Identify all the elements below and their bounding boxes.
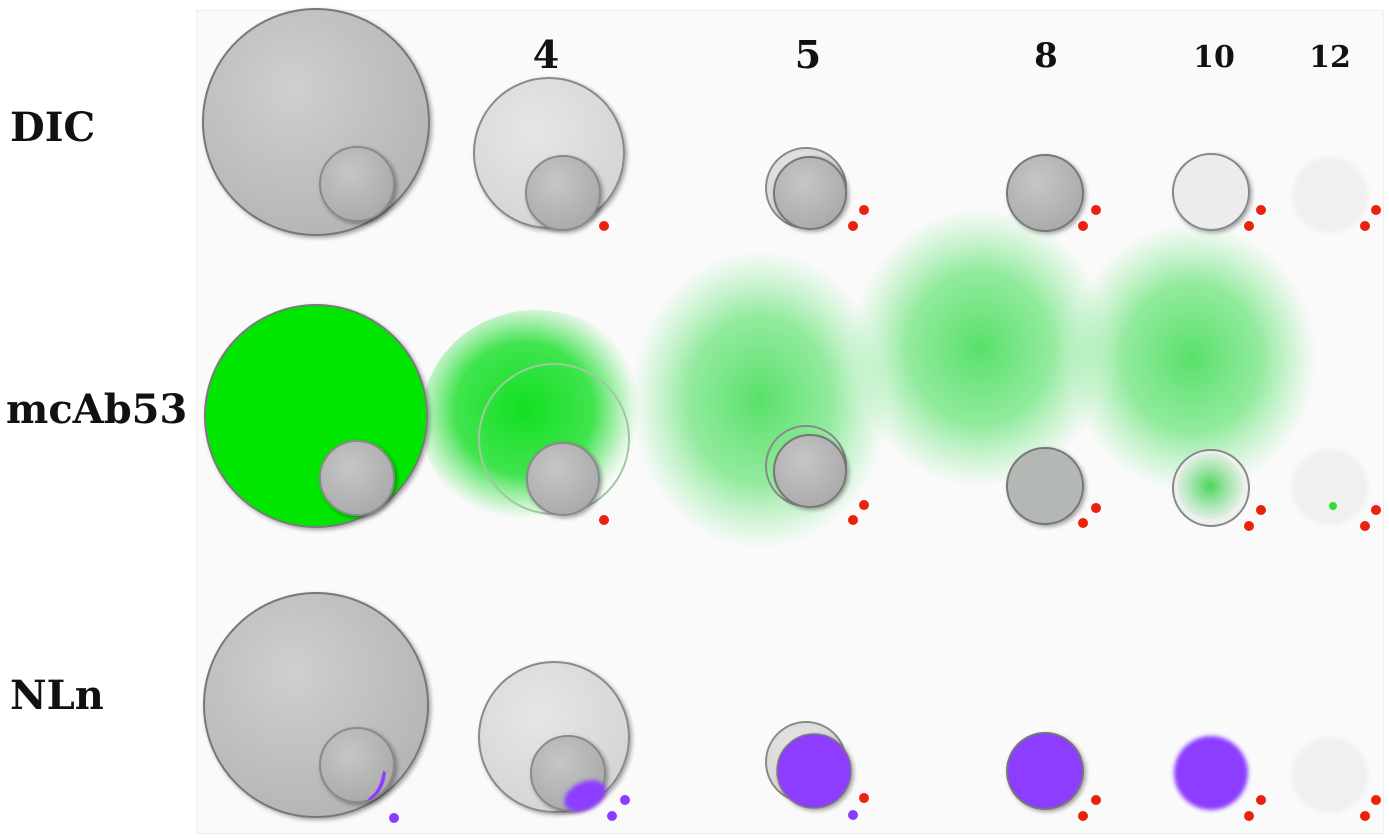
nln-4-violet-dot-1: [620, 795, 630, 805]
mcab53-4-red-dot: [599, 515, 609, 525]
mcab53-8-red-dot-2: [1078, 518, 1088, 528]
nln-3-cell: [203, 592, 429, 818]
nln-5-violet-dot: [848, 810, 858, 820]
col-label-5: 5: [794, 32, 822, 77]
col-label-10: 10: [1193, 40, 1235, 75]
dic-12-red-dot-2: [1360, 221, 1370, 231]
dic-3-nucleus: [319, 146, 395, 222]
mcab53-glow-10: [1067, 223, 1317, 493]
mcab53-glow-5: [630, 250, 890, 550]
col-label-8: 8: [1034, 36, 1058, 76]
nln-8-red-dot-2: [1078, 811, 1088, 821]
dic-5-red-dot-2: [848, 221, 858, 231]
mcab53-8-red-dot-1: [1091, 503, 1101, 513]
dic-5-red-dot-1: [859, 205, 869, 215]
dic-10-cell: [1172, 153, 1250, 231]
dic-4-nucleus: [525, 155, 601, 231]
mcab53-3-nucleus: [319, 440, 395, 516]
nln-5-red-dot: [859, 793, 869, 803]
nln-3-violet-dot: [389, 813, 399, 823]
row-nln: [203, 592, 1381, 823]
mcab53-10-green-signal: [1177, 453, 1243, 519]
nln-3-nucleus: [319, 727, 395, 803]
row-label-mcab53: mcAb53: [6, 386, 188, 433]
mcab53-12-green-dot: [1329, 502, 1337, 510]
dic-3-cell: [202, 8, 430, 236]
mcab53-10-red-dot-1: [1256, 505, 1266, 515]
nln-10-violet-cell: [1174, 736, 1248, 810]
mcab53-8-cell: [1006, 447, 1084, 525]
mcab53-5-red-dot-1: [859, 500, 869, 510]
mcab53-12-red-dot-2: [1360, 521, 1370, 531]
dic-10-red-dot-2: [1244, 221, 1254, 231]
nln-5-violet-nucleus: [776, 733, 852, 809]
dic-4-red-dot: [599, 221, 609, 231]
row-label-nln: NLn: [10, 672, 104, 719]
row-label-dic: DIC: [10, 104, 96, 151]
nln-8-red-dot-1: [1091, 795, 1101, 805]
nln-12-red-dot-2: [1360, 811, 1370, 821]
mcab53-12-red-dot-1: [1371, 505, 1381, 515]
dic-8-red-dot-2: [1078, 221, 1088, 231]
mcab53-3-cell: [204, 304, 428, 528]
dic-8-red-dot-1: [1091, 205, 1101, 215]
nln-3-violet-crescent: [366, 771, 386, 802]
col-label-12: 12: [1309, 40, 1351, 75]
nln-4-violet-dot-2: [607, 811, 617, 821]
nln-8-violet-cell: [1006, 732, 1084, 810]
mcab53-glow-8: [850, 208, 1110, 488]
mcab53-5-red-dot-2: [848, 515, 858, 525]
row-dic: [202, 8, 1381, 236]
nln-10-red-dot-1: [1256, 795, 1266, 805]
dic-10-red-dot-1: [1256, 205, 1266, 215]
col-label-4: 4: [532, 32, 560, 77]
mcab53-5-nucleus: [773, 434, 847, 508]
dic-12-cell: [1292, 157, 1368, 233]
dic-12-red-dot-1: [1371, 205, 1381, 215]
mcab53-12-cell: [1292, 449, 1368, 525]
nln-10-red-dot-2: [1244, 811, 1254, 821]
mcab53-10-red-dot-2: [1244, 521, 1254, 531]
row-mcab53: [204, 208, 1381, 550]
mcab53-4-nucleus: [526, 442, 600, 516]
nln-12-cell: [1292, 737, 1368, 813]
dic-5-nucleus: [773, 156, 847, 230]
nln-4-violet-patch: [564, 780, 606, 812]
nln-12-red-dot-1: [1371, 795, 1381, 805]
